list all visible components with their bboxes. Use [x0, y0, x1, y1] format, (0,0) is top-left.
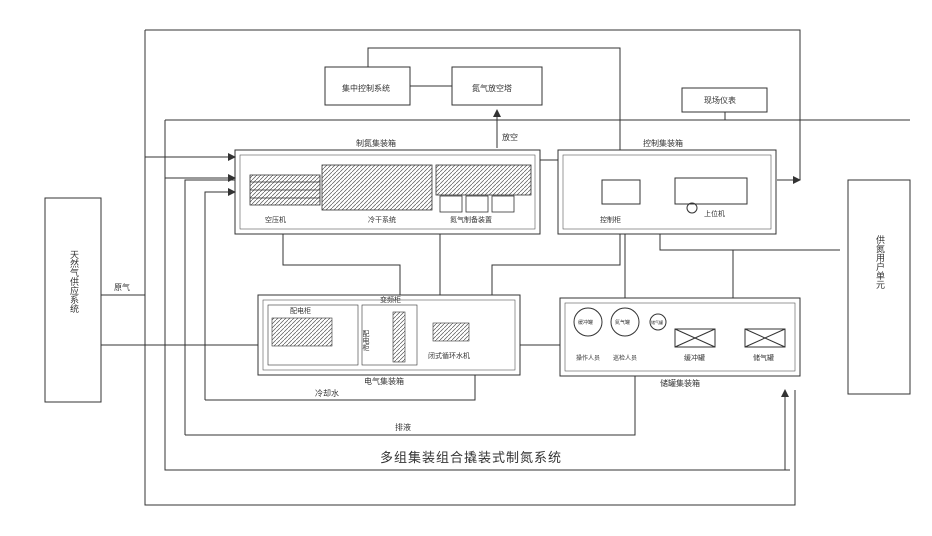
tank-2-label: 氮气罐	[615, 319, 630, 326]
gas-source-label: 天然气供应系统	[68, 250, 79, 314]
control-sub-1: 控制柜	[600, 215, 621, 224]
drain-label: 排液	[395, 422, 411, 432]
vent-tower-label: 氮气放空塔	[472, 83, 512, 93]
distribution-cabinet-graphic	[272, 318, 332, 346]
storage-container: 储罐集装箱 缓冲罐 氮气罐 储气罐 操作人员 巡检人员 缓冲罐 储气罐	[560, 298, 800, 388]
storage-title: 储罐集装箱	[660, 378, 700, 388]
process-title: 制氮集装箱	[356, 138, 396, 148]
tank-1-label: 缓冲罐	[578, 319, 593, 326]
electric-title: 电气集装箱	[364, 376, 404, 386]
vfd-cabinet-graphic	[393, 312, 405, 362]
process-container: 制氮集装箱 空压机 冷干系统 氮气制备装置	[235, 138, 540, 234]
nitrogen-user-label: 供氮用户单元	[874, 234, 885, 290]
control-cabinet-graphic	[602, 180, 640, 204]
storage-item-2: 储气罐	[753, 353, 774, 362]
field-instrument-box: 现场仪表	[682, 88, 767, 112]
electric-sub-mid: 配电柜	[362, 330, 370, 352]
control-title: 控制集装箱	[643, 138, 683, 148]
electric-sub-top: 配电柜	[290, 306, 311, 315]
gas-in-flow-label: 原气	[114, 282, 130, 292]
top-connectors	[368, 48, 725, 150]
person-1-label: 操作人员	[576, 354, 600, 362]
electric-sub-mid-top: 变频柜	[380, 295, 401, 304]
control-container: 控制集装箱 控制柜 上位机	[558, 138, 776, 234]
cooling-water-label: 冷却水	[315, 388, 339, 398]
diagram-title: 多组集装组合撬装式制氮系统	[380, 450, 562, 466]
auto-control-box: 集中控制系统	[325, 67, 410, 105]
electric-sub-right: 闭式循环水机	[428, 351, 470, 360]
vent-tower-box: 氮气放空塔	[452, 67, 542, 105]
nitrogen-user-box: 供氮用户单元	[848, 180, 910, 394]
process-sub-1: 空压机	[265, 215, 286, 224]
process-sub-2: 冷干系统	[368, 215, 396, 224]
host-computer-graphic	[675, 178, 747, 204]
water-chiller-graphic	[433, 323, 469, 341]
tank-3-label: 储气罐	[651, 319, 663, 325]
vent-flow-label: 放空	[502, 132, 518, 142]
storage-item-1: 缓冲罐	[684, 353, 705, 362]
gas-source-box: 天然气供应系统	[45, 198, 101, 402]
electric-container: 电气集装箱 配电柜 变频柜 配电柜 闭式循环水机	[258, 295, 520, 386]
storage-tank-graphic	[745, 329, 785, 347]
control-sub-2: 上位机	[704, 209, 725, 218]
auto-control-label: 集中控制系统	[342, 83, 390, 93]
process-sub-3: 氮气制备装置	[450, 215, 492, 224]
field-instrument-label: 现场仪表	[704, 95, 736, 105]
person-2-label: 巡检人员	[613, 354, 637, 362]
buffer-tank-graphic	[675, 329, 715, 347]
